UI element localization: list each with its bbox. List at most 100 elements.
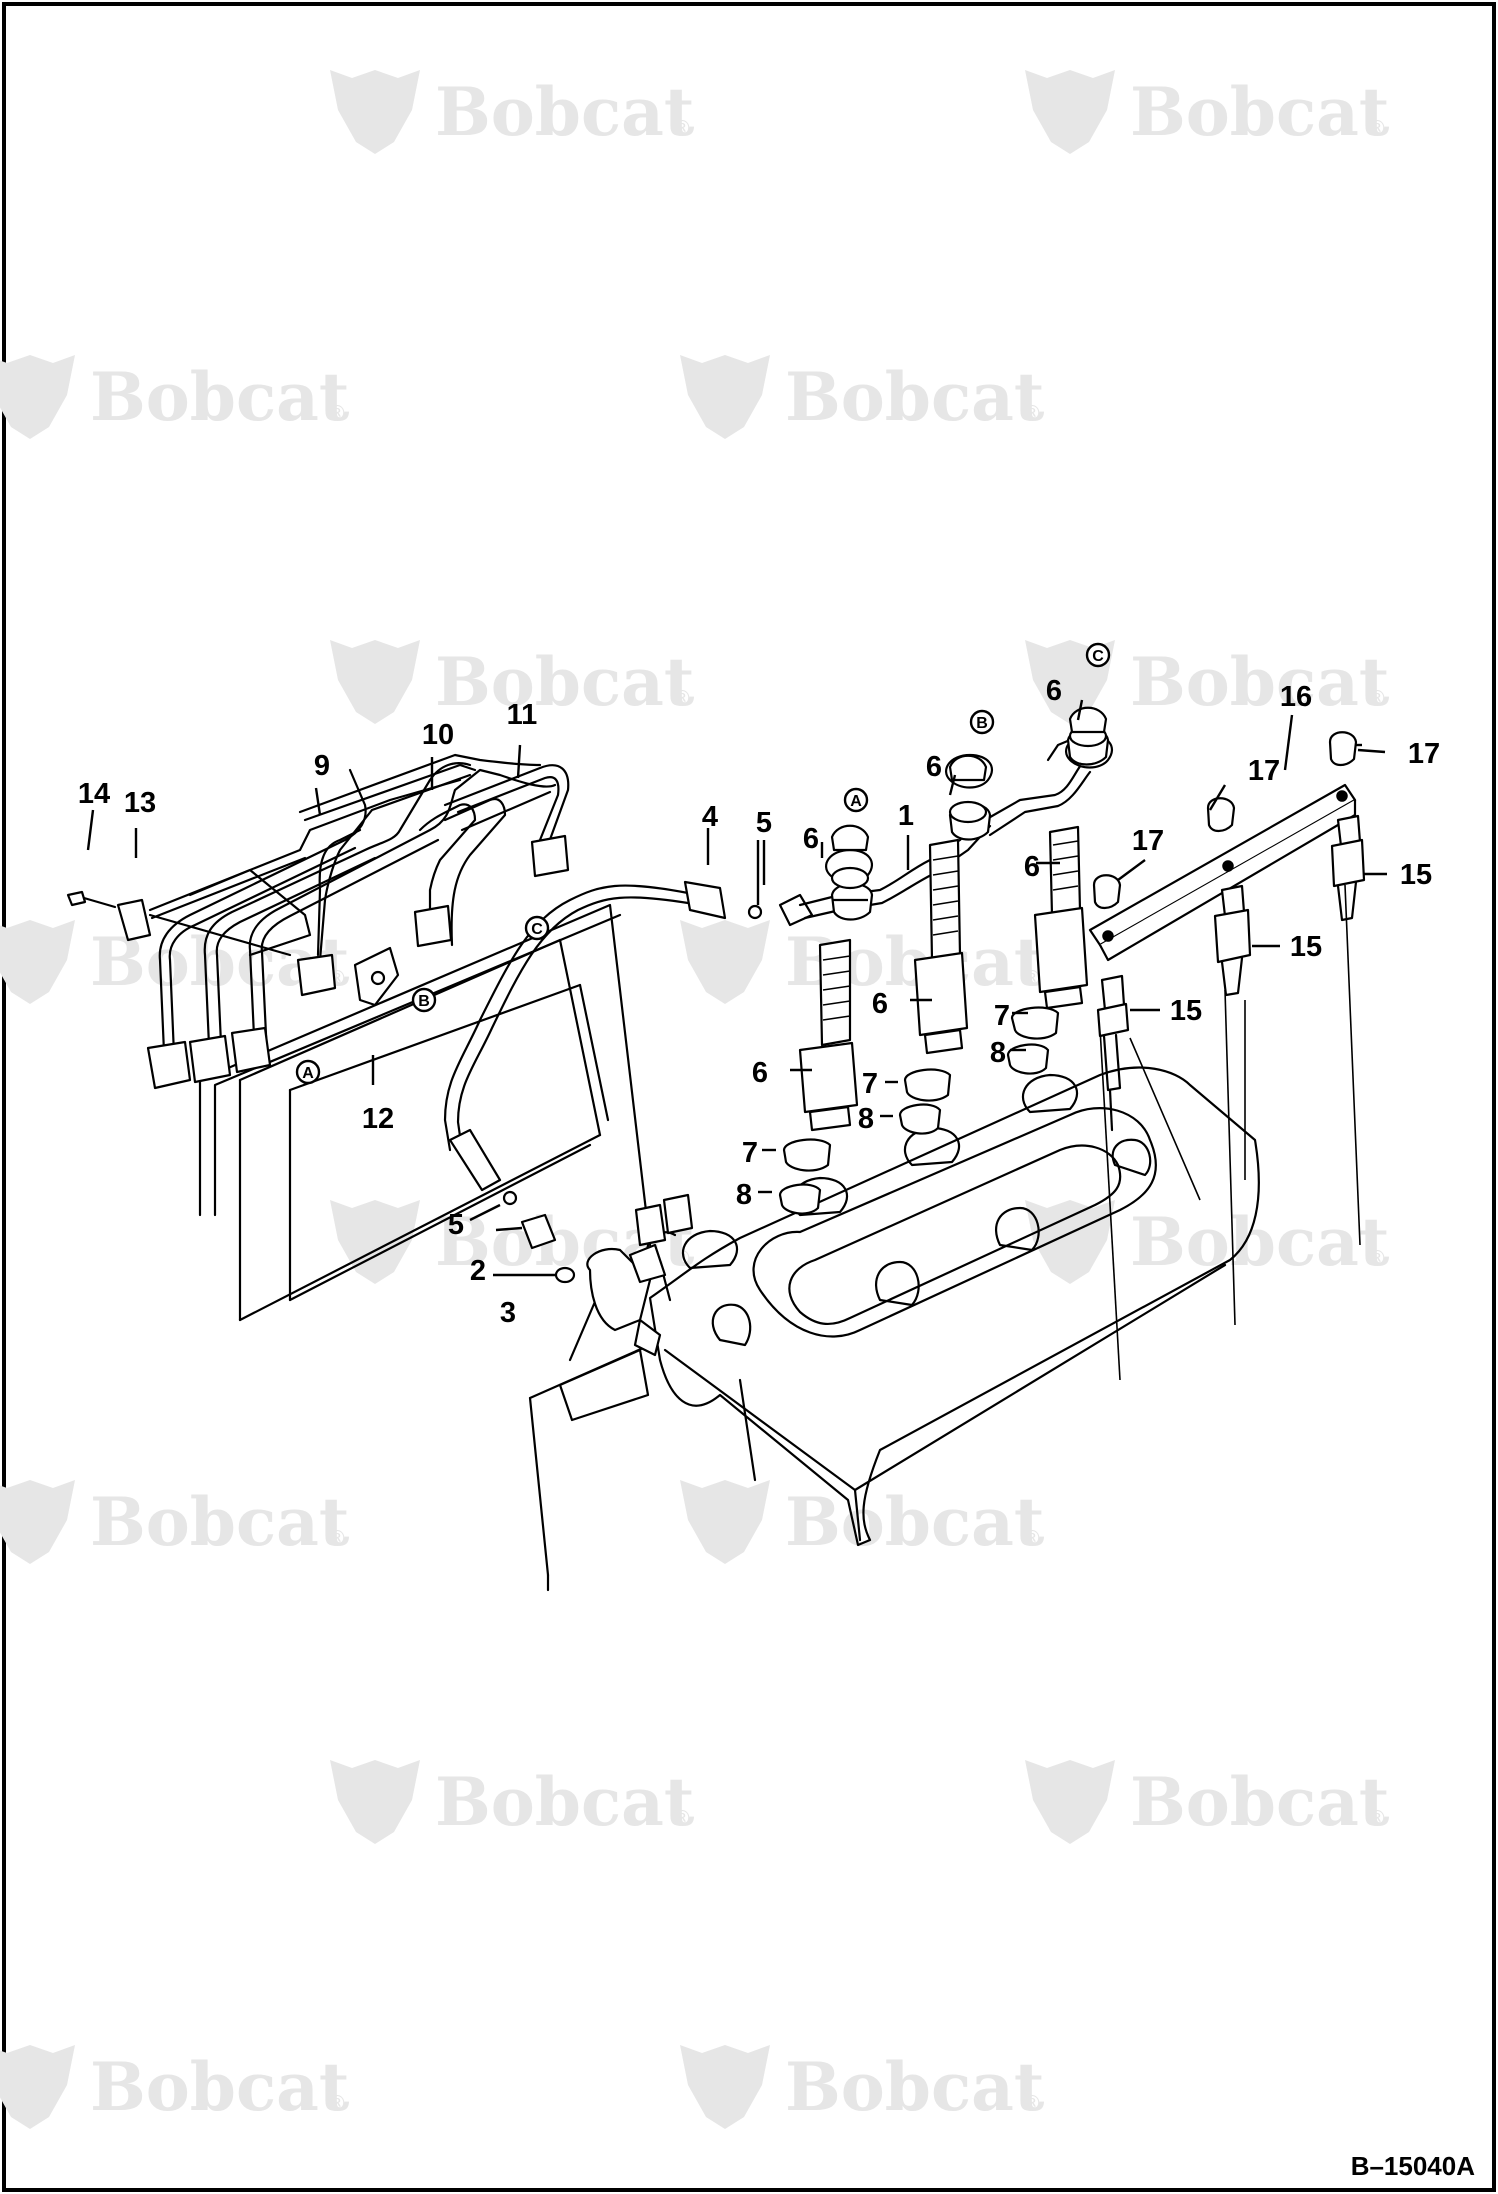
- callout-1: 1: [898, 800, 914, 832]
- watermark-brand-text: Bobcat: [785, 358, 1045, 436]
- callout-17-b: 17: [1248, 755, 1280, 787]
- bobcat-watermark: Bobcat®: [1025, 1200, 1390, 1284]
- watermark-brand-text: Bobcat: [1130, 1763, 1390, 1841]
- callout-17-c: 17: [1132, 825, 1164, 857]
- callout-7-a: 7: [994, 1000, 1010, 1032]
- watermark-registered-mark: ®: [672, 686, 692, 710]
- watermark-brand-text: Bobcat: [435, 73, 695, 151]
- bobcat-watermark: Bobcat®: [1025, 640, 1390, 724]
- bobcat-watermark: Bobcat®: [680, 920, 1045, 1004]
- glow-plug-leads: [1099, 884, 1361, 1381]
- callout-6-b: 6: [926, 751, 942, 783]
- callout-5-upper: 5: [756, 807, 772, 839]
- callout-8-c: 8: [736, 1179, 752, 1211]
- bobcat-mascot-icon: [680, 1480, 770, 1564]
- watermark-registered-mark: ®: [1367, 1806, 1387, 1830]
- callout-15-a: 15: [1400, 859, 1432, 891]
- watermark-registered-mark: ®: [1367, 116, 1387, 140]
- callout-7-b: 7: [862, 1068, 878, 1100]
- callout-3: 3: [500, 1297, 516, 1329]
- leakoff-hose-drawing: [443, 880, 814, 1357]
- figure-id: B–15040A: [1351, 2151, 1476, 2181]
- callout-labels: 1 2 3 4 5 5 6 6 6 6 6 6 7 7 7 8 8 8 9 10…: [78, 675, 1440, 1329]
- bobcat-watermark: Bobcat®: [1025, 1760, 1390, 1844]
- callout-13: 13: [124, 787, 156, 819]
- bobcat-watermark: Bobcat®: [680, 2045, 1045, 2129]
- callout-2: 2: [470, 1255, 486, 1287]
- connector-circle-b-injector: [969, 709, 995, 735]
- bobcat-mascot-icon: [1025, 1760, 1115, 1844]
- bobcat-watermark: Bobcat®: [330, 70, 695, 154]
- callout-9: 9: [314, 750, 330, 782]
- watermark-registered-mark: ®: [1022, 2091, 1042, 2115]
- bobcat-watermark: Bobcat®: [680, 1480, 1045, 1564]
- bobcat-mascot-icon: [680, 355, 770, 439]
- callout-16: 16: [1280, 681, 1312, 713]
- bobcat-watermark: Bobcat®: [0, 1480, 350, 1564]
- bobcat-mascot-icon: [1025, 1200, 1115, 1284]
- callout-17-a: 17: [1408, 738, 1440, 770]
- watermark-registered-mark: ®: [327, 2091, 347, 2115]
- watermark-brand-text: Bobcat: [785, 2048, 1045, 2126]
- bobcat-watermark: Bobcat®: [330, 640, 695, 724]
- callout-5-lower: 5: [448, 1209, 464, 1241]
- watermark-registered-mark: ®: [672, 116, 692, 140]
- callout-15-b: 15: [1290, 931, 1322, 963]
- callout-15-c: 15: [1170, 995, 1202, 1027]
- bobcat-mascot-icon: [1025, 70, 1115, 154]
- bobcat-mascot-icon: [330, 640, 420, 724]
- bobcat-mascot-icon: [330, 70, 420, 154]
- watermark-registered-mark: ®: [1022, 1526, 1042, 1550]
- watermark-brand-text: Bobcat: [1130, 643, 1390, 721]
- watermark-registered-mark: ®: [327, 1526, 347, 1550]
- watermark-brand-text: Bobcat: [90, 2048, 350, 2126]
- connector-circle-c-line: [524, 915, 550, 941]
- connector-circle-b-line: [411, 987, 437, 1013]
- watermark-brand-text: Bobcat: [435, 643, 695, 721]
- watermark-brand-text: Bobcat: [785, 1483, 1045, 1561]
- connector-b-line: B: [418, 993, 430, 1010]
- bobcat-mascot-icon: [0, 355, 75, 439]
- connector-a-injector: A: [850, 793, 862, 810]
- callout-12: 12: [362, 1103, 394, 1135]
- connector-c-injector: C: [1092, 648, 1104, 665]
- watermark-registered-mark: ®: [1367, 1246, 1387, 1270]
- leader-lines: [86, 699, 1387, 1277]
- callout-14: 14: [78, 778, 110, 810]
- callout-11: 11: [507, 699, 538, 731]
- bobcat-watermark: Bobcat®: [330, 1760, 695, 1844]
- watermark-registered-mark: ®: [1022, 401, 1042, 425]
- callout-7-c: 7: [742, 1137, 758, 1169]
- connector-b-injector: B: [976, 715, 988, 732]
- watermark-brand-text: Bobcat: [1130, 1203, 1390, 1281]
- watermark-brand-text: Bobcat: [1130, 73, 1390, 151]
- watermark-layer: Bobcat®Bobcat®Bobcat®Bobcat®Bobcat®Bobca…: [0, 70, 1390, 2129]
- watermark-registered-mark: ®: [672, 1806, 692, 1830]
- connector-markers: A B C A B C: [295, 642, 1111, 1085]
- glow-plug-drawing: [1088, 731, 1366, 1132]
- callout-4: 4: [702, 801, 718, 833]
- callout-6-c: 6: [1046, 675, 1062, 707]
- callout-6-a: 6: [803, 823, 819, 855]
- injector-row-drawing: [778, 706, 1114, 1215]
- bobcat-mascot-icon: [330, 1760, 420, 1844]
- watermark-registered-mark: ®: [1022, 966, 1042, 990]
- watermark-brand-text: Bobcat: [90, 1483, 350, 1561]
- callout-10: 10: [422, 719, 454, 751]
- bobcat-watermark: Bobcat®: [1025, 70, 1390, 154]
- bobcat-mascot-icon: [680, 920, 770, 1004]
- callout-6-f: 6: [752, 1057, 768, 1089]
- injection-lines-drawing: [66, 753, 652, 1322]
- connector-circle-c-injector: [1085, 642, 1111, 668]
- bobcat-watermark: Bobcat®: [0, 355, 350, 439]
- callout-8-a: 8: [990, 1037, 1006, 1069]
- bobcat-mascot-icon: [0, 920, 75, 1004]
- connector-circle-a-injector: [843, 787, 869, 813]
- connector-circle-a-line: [295, 1059, 321, 1085]
- watermark-registered-mark: ®: [1367, 686, 1387, 710]
- watermark-registered-mark: ®: [327, 401, 347, 425]
- bobcat-mascot-icon: [0, 1480, 75, 1564]
